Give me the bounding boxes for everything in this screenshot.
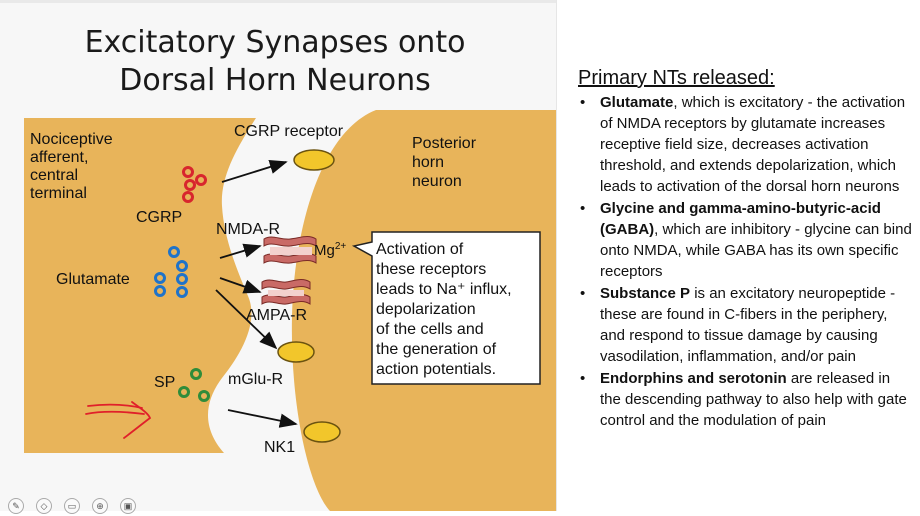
cgrp-dot [182, 166, 194, 178]
ampa-arrow [219, 277, 262, 294]
bullet-icon: • [580, 200, 586, 217]
notes-item: • Glutamate, which is excitatory - the ac… [578, 92, 914, 197]
cgrp-vesicles [182, 166, 207, 203]
slide: Excitatory Synapses onto Dorsal Horn Neu… [0, 0, 557, 514]
glutamate-dot [168, 246, 180, 258]
ampa-channel [261, 279, 311, 305]
slide-title-line-1: Excitatory Synapses onto [84, 25, 466, 60]
notes-panel: Primary NTs released: •Glutamate, which … [578, 66, 914, 432]
bullet-icon: • [580, 370, 586, 387]
cgrp-dot [184, 179, 196, 191]
nk1-receptor [303, 421, 341, 443]
glutamate-dot [154, 272, 166, 284]
notes-title: Primary NTs released: [578, 67, 775, 89]
notes-item-text: are released in the descending pathway t… [600, 370, 907, 429]
notes-item: • Substance P is an excitatory neuropepti… [578, 283, 914, 367]
activation-callout: Activation of these receptors leads to N… [351, 231, 541, 385]
annotation-arrow [85, 401, 152, 439]
mglu-arrow [215, 289, 278, 350]
slide-top-border [0, 0, 556, 3]
release-arrows [215, 159, 298, 428]
callout-line-7: action potentials. [376, 361, 496, 378]
presentation-toolbar: ✎ ◇ ▭ ⊕ ▣ [8, 498, 136, 514]
callout-line-4: depolarization [376, 301, 476, 318]
callout-line-5: of the cells and [376, 321, 484, 338]
notes-item-bold: Substance P [600, 285, 691, 302]
presynaptic-label-4: terminal [30, 185, 87, 202]
notes-item-bold: Glycine and gamma-amino-butyric-acid (GA… [600, 200, 881, 238]
notes-item: • Endorphins and serotonin are released i… [578, 368, 914, 431]
glutamate-dot [176, 286, 188, 298]
callout-line-1: Activation of [376, 241, 464, 258]
cgrp-dot [182, 191, 194, 203]
glutamate-label: Glutamate [56, 271, 130, 288]
callout-line-3: leads to Na⁺ influx, [376, 281, 512, 298]
nk1-arrow [227, 409, 298, 428]
presynaptic-label-1: Nociceptive [30, 131, 113, 148]
ampa-label: AMPA-R [246, 307, 307, 324]
presynaptic-label-2: afferent, [30, 149, 88, 166]
cgrp-dot [195, 174, 207, 186]
notes-item-bold: Glutamate [600, 94, 674, 111]
notes-item-text: is an excitatory neuropeptide - these ar… [600, 285, 896, 365]
glutamate-vesicles [154, 246, 188, 298]
cgrp-arrow [221, 159, 288, 183]
eraser-icon[interactable]: ◇ [36, 498, 52, 514]
postsynaptic-label-3: neuron [412, 173, 462, 190]
mg-label: Mg2+ [314, 241, 346, 259]
pen-icon[interactable]: ✎ [8, 498, 24, 514]
postsynaptic-label-1: Posterior [412, 135, 477, 152]
sp-dot [198, 390, 210, 402]
callout-line-2: these receptors [376, 261, 486, 278]
sp-vesicles [178, 368, 210, 402]
cgrp-label: CGRP [136, 209, 182, 226]
postsynaptic-label-2: horn [412, 154, 444, 171]
mglu-label: mGlu-R [228, 371, 283, 388]
sp-dot [190, 368, 202, 380]
notes-item: • Glycine and gamma-amino-butyric-acid (G… [578, 198, 914, 282]
notes-item-text: , which are inhibitory - glycine can bin… [600, 221, 912, 280]
cgrp-receptor [293, 149, 335, 171]
synapse-svg: Nociceptive afferent, central terminal C… [24, 110, 556, 511]
bullet-icon: • [580, 285, 586, 302]
sp-label: SP [154, 374, 175, 391]
zoom-icon[interactable]: ⊕ [92, 498, 108, 514]
glutamate-dot [154, 285, 166, 297]
notes-list: • Glutamate, which is excitatory - the ac… [578, 92, 914, 431]
nk1-label: NK1 [264, 439, 295, 456]
bullet-icon: • [580, 94, 586, 111]
highlighter-icon[interactable]: ▭ [64, 498, 80, 514]
mg-charge: 2+ [335, 241, 347, 252]
notes-item-bold: Endorphins and serotonin [600, 370, 787, 387]
presynaptic-label-3: central [30, 167, 78, 184]
slide-title: Excitatory Synapses onto Dorsal Horn Neu… [40, 24, 510, 100]
glutamate-dot [176, 260, 188, 272]
nmda-label: NMDA-R [216, 221, 280, 238]
sp-dot [178, 386, 190, 398]
nmda-arrow [219, 243, 262, 259]
callout-line-6: the generation of [376, 341, 497, 358]
mglu-receptor [277, 341, 315, 363]
nmda-channel [263, 236, 317, 264]
notes-item-text: , which is excitatory - the activation o… [600, 94, 906, 195]
glutamate-dot [176, 273, 188, 285]
slide-title-line-2: Dorsal Horn Neurons [119, 63, 431, 98]
screen-icon[interactable]: ▣ [120, 498, 136, 514]
cgrp-receptor-label: CGRP receptor [234, 123, 344, 140]
synapse-diagram: Nociceptive afferent, central terminal C… [24, 110, 556, 511]
